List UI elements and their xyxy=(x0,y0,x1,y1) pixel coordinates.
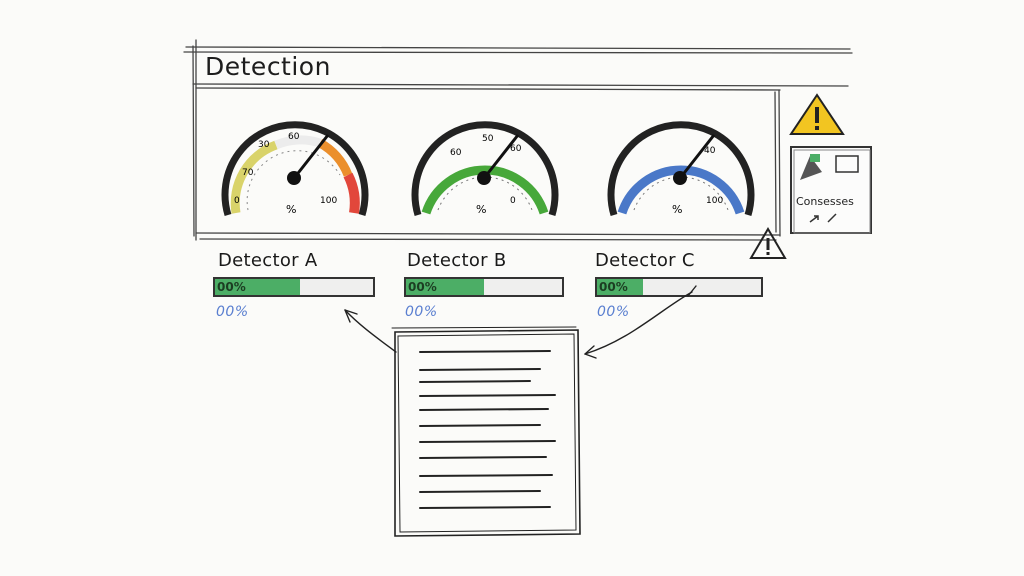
detector-b-percent: 00% xyxy=(405,304,438,320)
gauge-a-tick-0: 0 xyxy=(234,196,240,206)
gauge-a-tick-3: 60 xyxy=(288,132,300,142)
detector-b-progress-fill xyxy=(406,279,484,295)
gauge-c-unit: % xyxy=(672,203,682,216)
gauge-b-tick-0: 50 xyxy=(482,134,494,144)
gauge-a-tick-4: 100 xyxy=(320,196,337,206)
warning-icon xyxy=(789,93,845,135)
detector-a-label: Detector A xyxy=(218,250,318,271)
gauge-detector-b: 50 60 60 0 % xyxy=(411,121,559,217)
consensus-panel xyxy=(790,146,872,234)
detector-b-progress-bar: 00% xyxy=(404,277,564,297)
detector-b-progress-text: 00% xyxy=(408,280,437,294)
warning-icon-small xyxy=(749,227,787,259)
detector-c-percent: 00% xyxy=(597,304,630,320)
report-document xyxy=(344,285,697,537)
detector-c-progress-bar: 00% xyxy=(595,277,763,297)
detector-a-progress-fill xyxy=(215,279,301,295)
consensus-shape-icon xyxy=(800,156,822,180)
gauge-a-unit: % xyxy=(286,203,296,216)
gauge-b-tick-1: 60 xyxy=(450,148,462,158)
page-title: Detection xyxy=(205,52,331,81)
detector-a-progress-bar: 00% xyxy=(213,277,375,297)
detector-a-progress-text: 00% xyxy=(217,280,246,294)
consensus-label: Consesses xyxy=(796,195,854,208)
detector-c-label: Detector C xyxy=(595,250,695,271)
gauge-b-tick-2: 60 xyxy=(510,144,522,154)
gauge-b-tick-3: 0 xyxy=(510,196,516,206)
detector-c-progress-fill xyxy=(597,279,643,295)
gauge-c-tick-0: 40 xyxy=(704,146,716,156)
gauge-detector-c: 40 100 % xyxy=(607,121,755,217)
gauge-c-tick-1: 100 xyxy=(706,196,723,206)
gauge-detector-a: 0 70 30 60 100 % xyxy=(221,121,369,217)
gauge-b-unit: % xyxy=(476,203,486,216)
gauge-a-tick-1: 70 xyxy=(242,168,254,178)
detector-c-progress-text: 00% xyxy=(599,280,628,294)
detector-a-percent: 00% xyxy=(216,304,249,320)
detector-b-label: Detector B xyxy=(407,250,507,271)
gauge-a-tick-2: 30 xyxy=(258,140,270,150)
